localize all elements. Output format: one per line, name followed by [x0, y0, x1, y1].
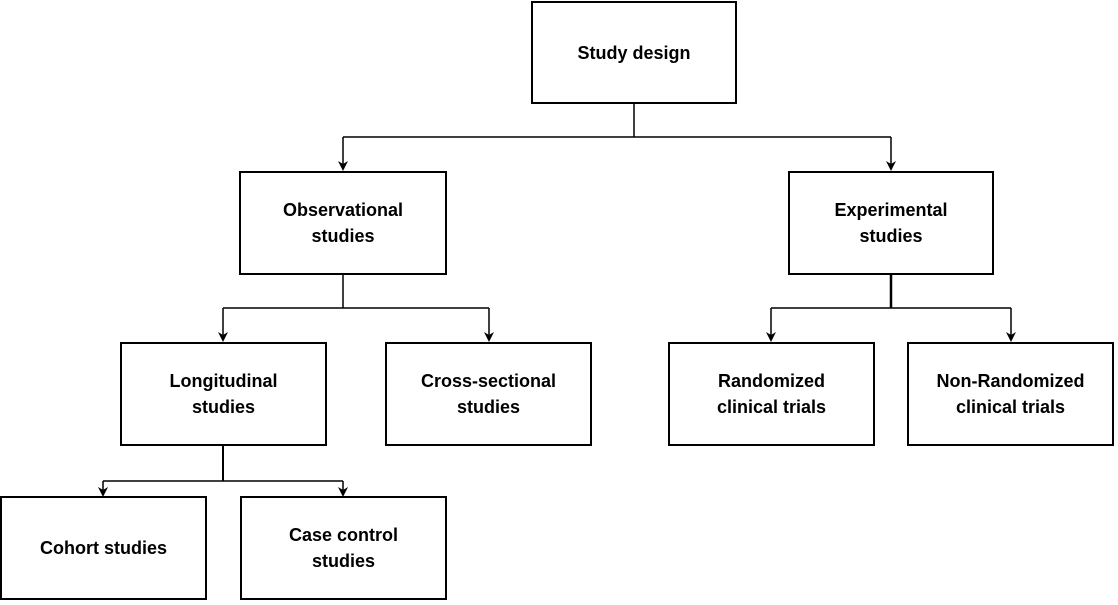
node-cohort-studies: Cohort studies [0, 496, 207, 600]
node-randomized-clinical-trials: Randomized clinical trials [668, 342, 875, 446]
node-experimental-studies: Experimental studies [788, 171, 994, 275]
node-label: Longitudinal studies [169, 371, 278, 417]
node-non-randomized-clinical-trials: Non-Randomized clinical trials [907, 342, 1114, 446]
node-label: Cohort studies [39, 538, 167, 558]
node-case-control-studies: Case control studies [240, 496, 447, 600]
node-label: Case control studies [288, 525, 399, 571]
node-cross-sectional-studies: Cross-sectional studies [385, 342, 592, 446]
connector-observational-to-children [218, 275, 494, 342]
node-longitudinal-studies: Longitudinal studies [120, 342, 327, 446]
connector-experimental-to-children [766, 275, 1016, 342]
node-label: Observational studies [282, 200, 404, 246]
node-label: Study design [577, 42, 691, 63]
node-study-design: Study design [531, 1, 737, 104]
connector-root-to-level1 [338, 104, 896, 171]
node-label: Randomized clinical trials [716, 371, 827, 417]
node-label: Non-Randomized clinical trials [936, 371, 1085, 417]
node-label: Cross-sectional studies [420, 371, 557, 417]
node-label: Experimental studies [834, 200, 948, 246]
connector-longitudinal-to-children [98, 446, 348, 497]
node-observational-studies: Observational studies [239, 171, 447, 275]
